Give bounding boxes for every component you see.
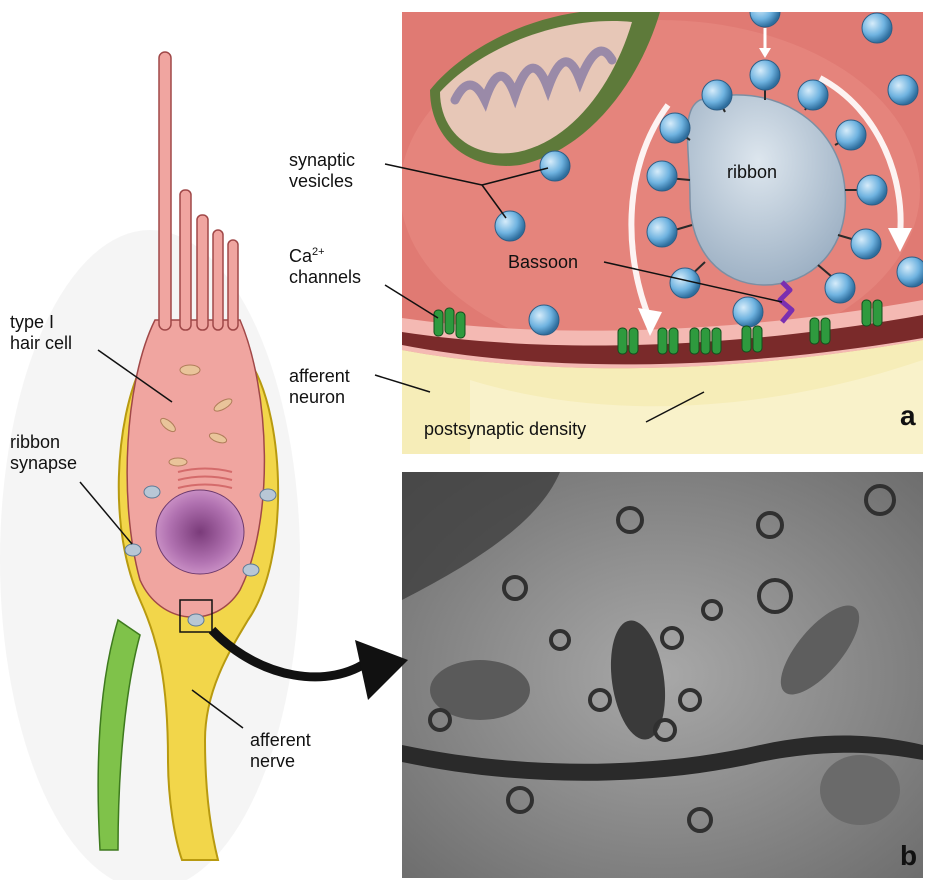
label-neuron: neuron — [289, 387, 350, 408]
label-ca-channels: Ca2+ channels — [289, 242, 361, 288]
label-synaptic: synaptic — [289, 150, 355, 171]
label-channels: channels — [289, 267, 361, 288]
label-type-i-hair-cell: type I hair cell — [10, 312, 72, 354]
label-ribbon-synapse: ribbon synapse — [10, 432, 77, 474]
label-ca-superscript: 2+ — [312, 246, 325, 258]
label-hair-cell: hair cell — [10, 333, 72, 354]
panel-b-micrograph — [402, 472, 923, 878]
label-type-i: type I — [10, 312, 72, 333]
label-ca: Ca — [289, 246, 312, 266]
label-afferent-nerve-1: afferent — [250, 730, 311, 751]
label-ribbon-word: ribbon — [10, 432, 77, 453]
label-postsynaptic-density: postsynaptic density — [424, 419, 586, 440]
label-ribbon: ribbon — [727, 162, 777, 183]
label-afferent: afferent — [289, 366, 350, 387]
panel-label-a: a — [900, 400, 916, 432]
label-synapse-word: synapse — [10, 453, 77, 474]
panel-label-b: b — [900, 840, 917, 872]
label-bassoon: Bassoon — [508, 252, 578, 273]
panel-a-illustration — [400, 0, 925, 454]
label-afferent-nerve: afferent nerve — [250, 730, 311, 772]
label-afferent-neuron: afferent neuron — [289, 366, 350, 408]
label-vesicles: vesicles — [289, 171, 355, 192]
label-synaptic-vesicles: synaptic vesicles — [289, 150, 355, 192]
label-nerve: nerve — [250, 751, 311, 772]
